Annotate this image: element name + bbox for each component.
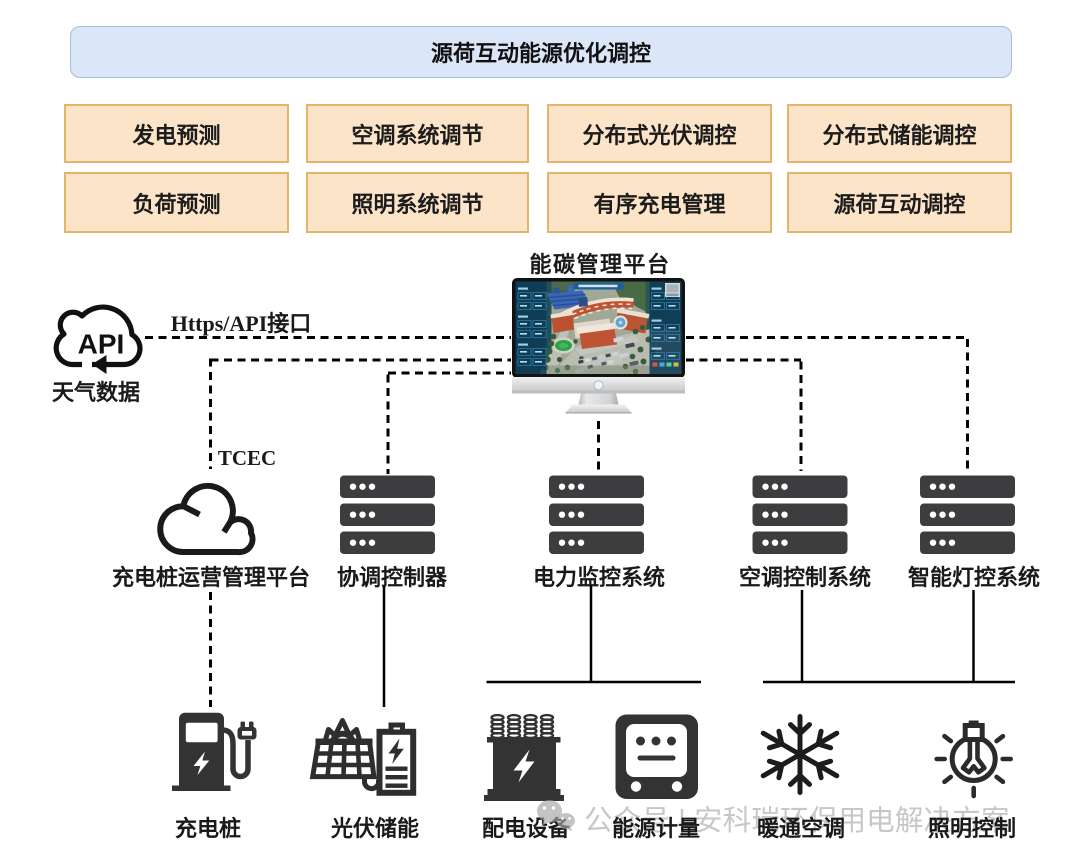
svg-text:API: API [78,329,125,360]
